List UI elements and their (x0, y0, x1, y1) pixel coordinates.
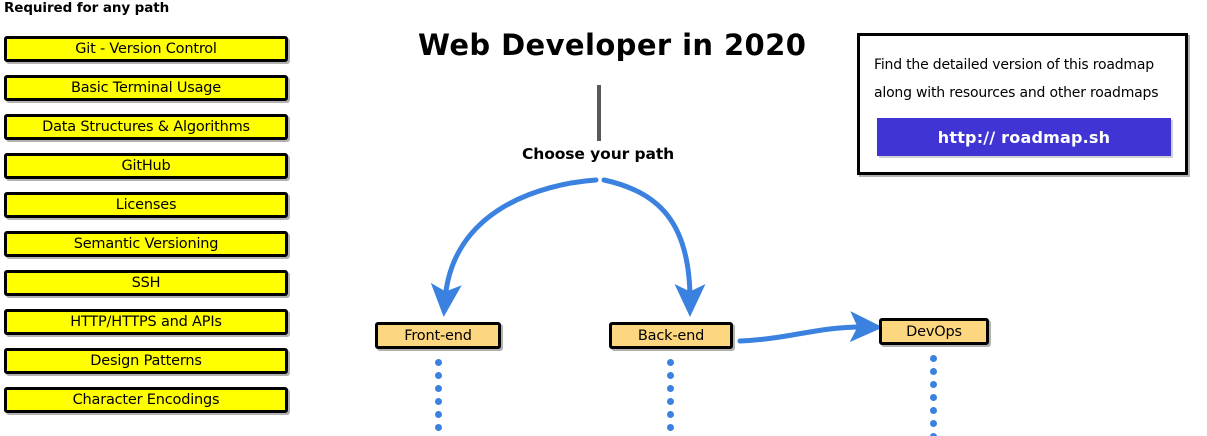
required-item[interactable]: GitHub (4, 153, 288, 179)
required-item[interactable]: Basic Terminal Usage (4, 75, 288, 101)
path-continuation-dot (930, 433, 937, 436)
required-item[interactable]: Licenses (4, 192, 288, 218)
path-box-frontend-label: Front-end (404, 327, 472, 344)
path-box-devops[interactable]: DevOps (879, 318, 989, 345)
required-item-label: Character Encodings (72, 392, 220, 408)
path-continuation-dot (435, 385, 442, 392)
path-continuation-dot (667, 359, 674, 366)
path-continuation-dot (930, 355, 937, 362)
required-item-label: Data Structures & Algorithms (42, 119, 250, 135)
path-box-frontend[interactable]: Front-end (375, 322, 501, 349)
path-continuation-dot (930, 407, 937, 414)
path-box-backend[interactable]: Back-end (609, 322, 733, 349)
path-box-devops-label: DevOps (906, 323, 962, 340)
page-title: Web Developer in 2020 (418, 28, 807, 62)
dots-frontend (435, 359, 442, 436)
required-item-label: HTTP/HTTPS and APIs (70, 314, 222, 330)
path-box-backend-label: Back-end (637, 327, 705, 344)
path-continuation-dot (435, 398, 442, 405)
path-continuation-dot (930, 381, 937, 388)
required-section-heading: Required for any path (4, 0, 170, 16)
required-item[interactable]: Character Encodings (4, 387, 288, 413)
path-continuation-dot (667, 398, 674, 405)
info-box: Find the detailed version of this roadma… (857, 33, 1188, 175)
path-continuation-dot (667, 424, 674, 431)
required-item-label: Git - Version Control (75, 41, 217, 57)
required-item[interactable]: Design Patterns (4, 348, 288, 374)
path-continuation-dot (435, 359, 442, 366)
required-item-label: Licenses (115, 197, 177, 213)
roadmap-link-label: http:// roadmap.sh (937, 127, 1111, 147)
path-continuation-dot (930, 394, 937, 401)
required-item-label: GitHub (121, 158, 171, 174)
path-continuation-dot (435, 411, 442, 418)
path-continuation-dot (435, 424, 442, 431)
choose-your-path-label: Choose your path (522, 145, 675, 163)
path-continuation-dot (667, 411, 674, 418)
required-item[interactable]: Semantic Versioning (4, 231, 288, 257)
required-item-label: Basic Terminal Usage (70, 80, 222, 96)
required-item[interactable]: HTTP/HTTPS and APIs (4, 309, 288, 335)
path-continuation-dot (930, 368, 937, 375)
required-item-label: Semantic Versioning (73, 236, 219, 252)
path-continuation-dot (930, 420, 937, 427)
path-continuation-dot (435, 372, 442, 379)
required-item-label: SSH (131, 275, 161, 291)
required-item-label: Design Patterns (90, 353, 202, 369)
required-item[interactable]: Data Structures & Algorithms (4, 114, 288, 140)
path-continuation-dot (667, 372, 674, 379)
required-item[interactable]: Git - Version Control (4, 36, 288, 62)
info-box-line-2: along with resources and other roadmaps (874, 85, 1159, 101)
dots-devops (930, 355, 937, 436)
trunk-connector-line (597, 85, 601, 141)
dots-backend (667, 359, 674, 436)
roadmap-link-button[interactable]: http:// roadmap.sh (877, 118, 1171, 156)
path-continuation-dot (667, 385, 674, 392)
info-box-line-1: Find the detailed version of this roadma… (874, 57, 1154, 73)
required-item[interactable]: SSH (4, 270, 288, 296)
